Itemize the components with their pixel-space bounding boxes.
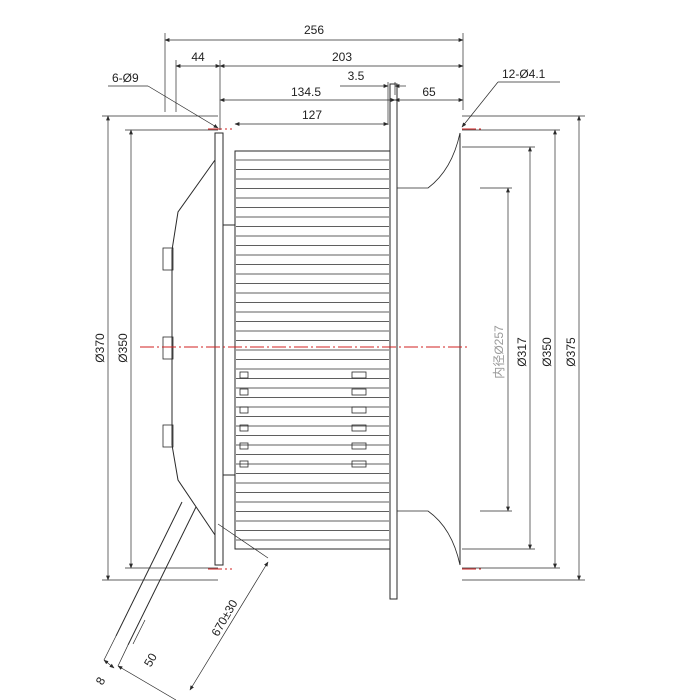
centerlines xyxy=(140,128,482,570)
dim-inner-diameter-257: 内径Ø257 xyxy=(492,325,506,379)
blade-rivet xyxy=(351,371,367,379)
blade-rivet xyxy=(239,442,249,450)
blade-rivet xyxy=(351,460,367,468)
blade-rivet xyxy=(239,424,249,432)
dim-cable-length: 670±30 xyxy=(208,597,240,639)
dim-diameter-350-right: Ø350 xyxy=(540,337,554,367)
dim-diameter-370: Ø370 xyxy=(93,333,107,363)
dim-diameter-350-left: Ø350 xyxy=(116,333,130,363)
right-diameters: 内径Ø257 Ø317 Ø350 Ø375 xyxy=(462,115,585,581)
blade-rivet xyxy=(351,424,367,432)
blade-rivet xyxy=(351,442,367,450)
dim-wheel-span: 134.5 xyxy=(291,85,321,99)
label-mount-holes-left: 6-Ø9 xyxy=(112,71,139,85)
left-diameters: Ø370 Ø350 xyxy=(93,115,218,581)
inlet-flange xyxy=(396,133,461,565)
dim-cable-lead: 50 xyxy=(141,650,160,669)
blade-rivet xyxy=(239,371,249,379)
blade-rivet xyxy=(239,388,249,396)
dim-gap: 3.5 xyxy=(348,69,365,83)
inlet-ring xyxy=(389,83,461,600)
blade-rivet xyxy=(351,388,367,396)
hole-callouts: 6-Ø9 12-Ø4.1 xyxy=(108,67,560,129)
blade-rivet xyxy=(239,406,249,414)
motor-flange xyxy=(171,132,224,566)
mounting-bolts xyxy=(162,247,174,448)
dim-flange-offset: 44 xyxy=(191,50,205,64)
impeller-wheel xyxy=(234,150,391,550)
impeller-blades xyxy=(236,159,389,541)
hub-plate xyxy=(222,224,236,476)
top-dimensions: 256 44 203 3.5 65 134.5 127 xyxy=(164,23,464,130)
power-cable: 670±30 8 50 xyxy=(93,501,269,700)
label-mount-holes-right: 12-Ø4.1 xyxy=(502,67,546,81)
blade-rivet xyxy=(351,406,367,414)
dim-inlet-length: 203 xyxy=(332,50,352,64)
dim-wheel-width: 127 xyxy=(302,108,322,122)
blade-rivet xyxy=(239,460,249,468)
dim-overall-length: 256 xyxy=(304,23,324,37)
dim-diameter-317: Ø317 xyxy=(515,337,529,367)
dim-diameter-375: Ø375 xyxy=(564,337,578,367)
dim-cable-strip: 8 xyxy=(93,674,109,687)
dim-outlet-depth: 65 xyxy=(422,85,436,99)
